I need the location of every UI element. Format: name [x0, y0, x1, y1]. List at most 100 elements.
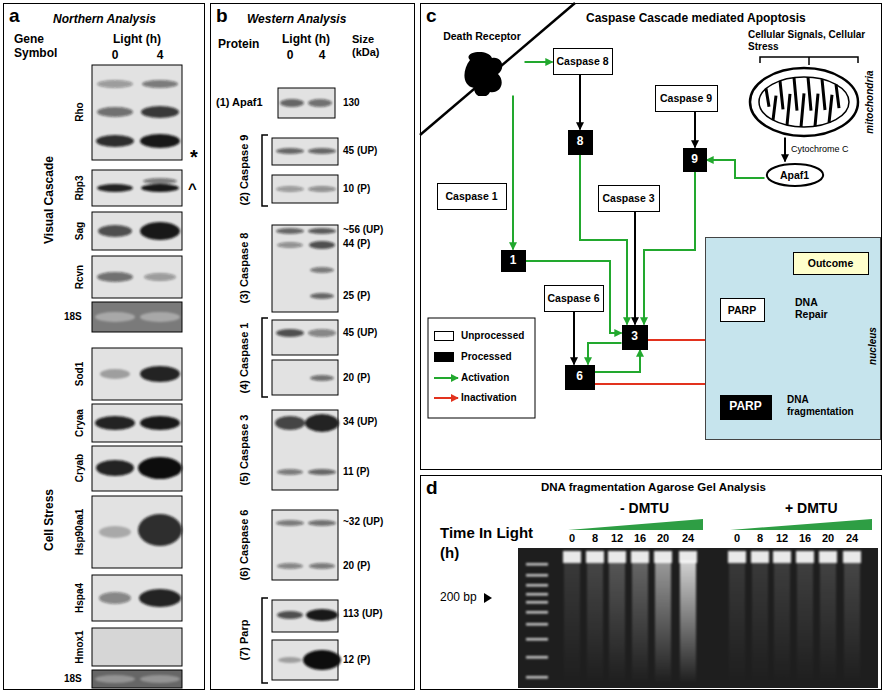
node-text: Apaf1 [780, 168, 809, 180]
rotated-label: Hsp90aa1 [74, 509, 86, 556]
blot-band [276, 148, 304, 154]
blot-bands [97, 178, 179, 192]
dna-smear [680, 561, 696, 683]
apaf1-ellipse: Apaf1 [765, 162, 825, 188]
rotated-label: Hmox1 [74, 630, 86, 663]
blot-bands [98, 222, 180, 240]
activation-arrow [595, 350, 641, 373]
blot-frame [92, 404, 182, 442]
label: + DMTU [785, 500, 838, 516]
blot-band [97, 80, 133, 88]
agarose-gel [518, 548, 878, 688]
death-receptor: Death Receptor [440, 30, 525, 96]
blot-bands [276, 329, 336, 337]
blot-band [277, 563, 303, 569]
blot-frame [92, 670, 182, 688]
blot-band [96, 460, 134, 476]
ladder-band [526, 601, 548, 604]
dna-smear [609, 561, 625, 683]
legend-swatch [434, 352, 454, 362]
label: DNA fragmentation [787, 394, 861, 417]
node-text: nucleus [867, 327, 879, 365]
node-text: Caspase 3 [603, 192, 655, 204]
blot-band [276, 329, 304, 337]
rotated-label: Cell Stress [43, 489, 57, 551]
label: 25 (P) [343, 290, 370, 302]
dna-smear [729, 561, 745, 683]
label: 16 [634, 532, 646, 545]
blot-band [99, 592, 131, 604]
blot-bands [275, 414, 339, 475]
label: (1) Apaf1 [216, 96, 263, 109]
processing-arrow [784, 138, 786, 162]
label: 44 (P) [343, 238, 370, 250]
blot-frame [92, 65, 182, 160]
blot-band [141, 106, 179, 118]
label: 113 (UP) [343, 608, 382, 620]
blot-frame [92, 256, 182, 298]
node-text: 8 [577, 135, 584, 149]
blot-band [308, 469, 336, 475]
label: - DMTU [620, 500, 669, 516]
legend-box [428, 318, 535, 418]
node-text: DNA fragmentation Agarose Gel Analysis [541, 481, 766, 494]
caspase-box: Caspase 9 [655, 85, 718, 112]
blot-band [276, 186, 304, 192]
blot-band [308, 520, 336, 526]
blot-band [140, 222, 180, 240]
blot-band [100, 369, 130, 379]
label: * [190, 146, 198, 169]
label: 0 [569, 532, 575, 545]
blot-band [138, 457, 182, 479]
rotated-label: (5) Caspase 3 [238, 415, 251, 486]
blot-band [308, 99, 332, 107]
caspase-box: PARP [720, 298, 765, 322]
legend-arrow [434, 377, 458, 379]
time-wedge [730, 519, 872, 530]
blot-bands [97, 272, 176, 282]
blot-bands [276, 520, 336, 569]
node-text: b [216, 5, 228, 27]
blot-band [140, 312, 180, 322]
label: Light (h) [282, 33, 330, 47]
ladder-band [526, 623, 548, 626]
blot-band [95, 312, 135, 322]
label: 24 [682, 532, 694, 545]
processed-box: 9 [683, 148, 707, 172]
activation-arrow [525, 61, 553, 63]
blot-band [276, 228, 304, 234]
node-text: mitochondria [864, 70, 876, 133]
label: Time In Light [440, 524, 533, 541]
blot-bands [277, 609, 338, 621]
processing-arrow [579, 75, 581, 130]
node-text: Caspase Cascade mediated Apoptosis [586, 12, 806, 26]
label: 0 [287, 49, 294, 63]
rotated-label: Visual Cascade [43, 156, 57, 244]
blot-band [308, 329, 336, 337]
label: Light (h) [113, 33, 161, 47]
label: 18S [64, 311, 82, 323]
blot-band [277, 242, 303, 248]
node-text: Western Analysis [247, 13, 346, 27]
bracket [262, 318, 268, 397]
blot-bands [95, 312, 180, 322]
label: 130 [343, 97, 360, 109]
blot-frame [92, 446, 182, 491]
legend-arrow [434, 397, 458, 399]
caspase-box: Caspase 1 [437, 183, 507, 210]
rotated-label: (4) Caspase 1 [238, 323, 251, 394]
label: (h) [440, 544, 459, 561]
blot-band [276, 520, 304, 526]
blot-bands [276, 186, 336, 192]
node-text: Caspase 6 [548, 292, 600, 304]
label: 12 (P) [343, 654, 370, 666]
label: 20 [657, 532, 669, 545]
blot-band [140, 416, 180, 430]
blot-band [305, 414, 339, 432]
blot-band [280, 99, 304, 107]
blot-band [96, 135, 134, 147]
processed-box: 6 [565, 365, 595, 390]
label: 45 (UP) [343, 327, 377, 339]
dna-smear [655, 561, 671, 683]
legend-text: Unprocessed [461, 330, 524, 342]
